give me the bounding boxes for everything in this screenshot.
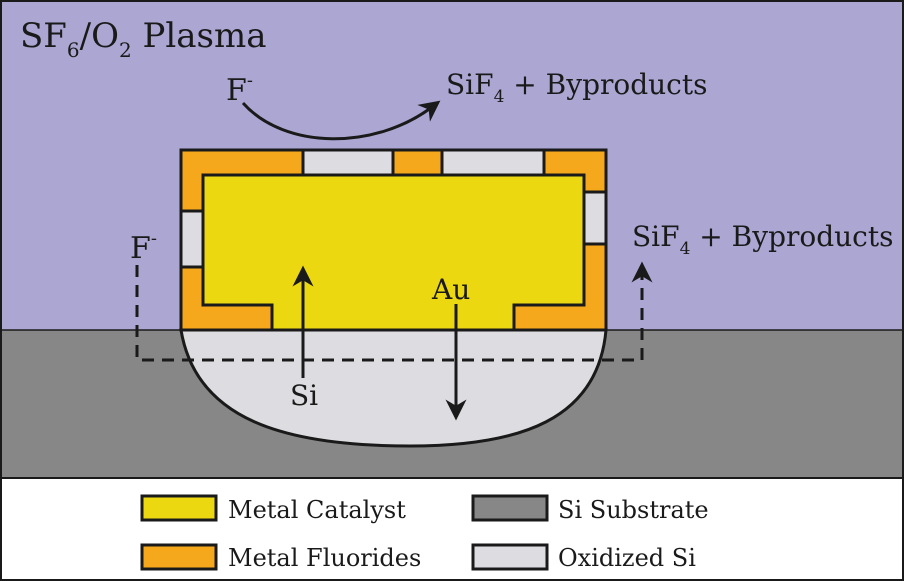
- si-label: Si: [290, 379, 318, 412]
- legend: Metal Catalyst Si Substrate Metal Fluori…: [140, 494, 709, 572]
- legend-swatch-oxidized-si: [471, 543, 549, 571]
- oxide-patch-top-left: [301, 148, 395, 177]
- au-label: Au: [431, 273, 470, 306]
- legend-label-oxidized-si: Oxidized Si: [558, 544, 696, 572]
- legend-swatch-si-substrate: [471, 494, 549, 522]
- oxide-patch-top-right: [440, 148, 546, 177]
- legend-label-metal-fluorides: Metal Fluorides: [228, 544, 421, 572]
- oxide-patch-right: [582, 190, 608, 246]
- fluorine-ion-label-left: F-: [130, 228, 157, 266]
- legend-swatch-metal-catalyst: [140, 494, 218, 522]
- plasma-title: SF6/O2 Plasma: [20, 16, 267, 62]
- legend-label-metal-catalyst: Metal Catalyst: [228, 496, 406, 524]
- metal-catalyst-core: [201, 173, 586, 332]
- legend-label-si-substrate: Si Substrate: [558, 496, 709, 524]
- sif4-byproducts-label-top: SiF4 + Byproducts: [446, 68, 708, 107]
- legend-area: [0, 478, 904, 581]
- oxide-patch-left: [179, 209, 205, 269]
- sif4-byproducts-label-right: SiF4 + Byproducts: [632, 220, 894, 259]
- fluorine-ion-label-top: F-: [226, 70, 253, 108]
- fluorine-diffusion-path: [135, 261, 653, 362]
- fluorine-reaction-arrow: [241, 100, 441, 141]
- legend-swatch-metal-fluorides: [140, 543, 218, 571]
